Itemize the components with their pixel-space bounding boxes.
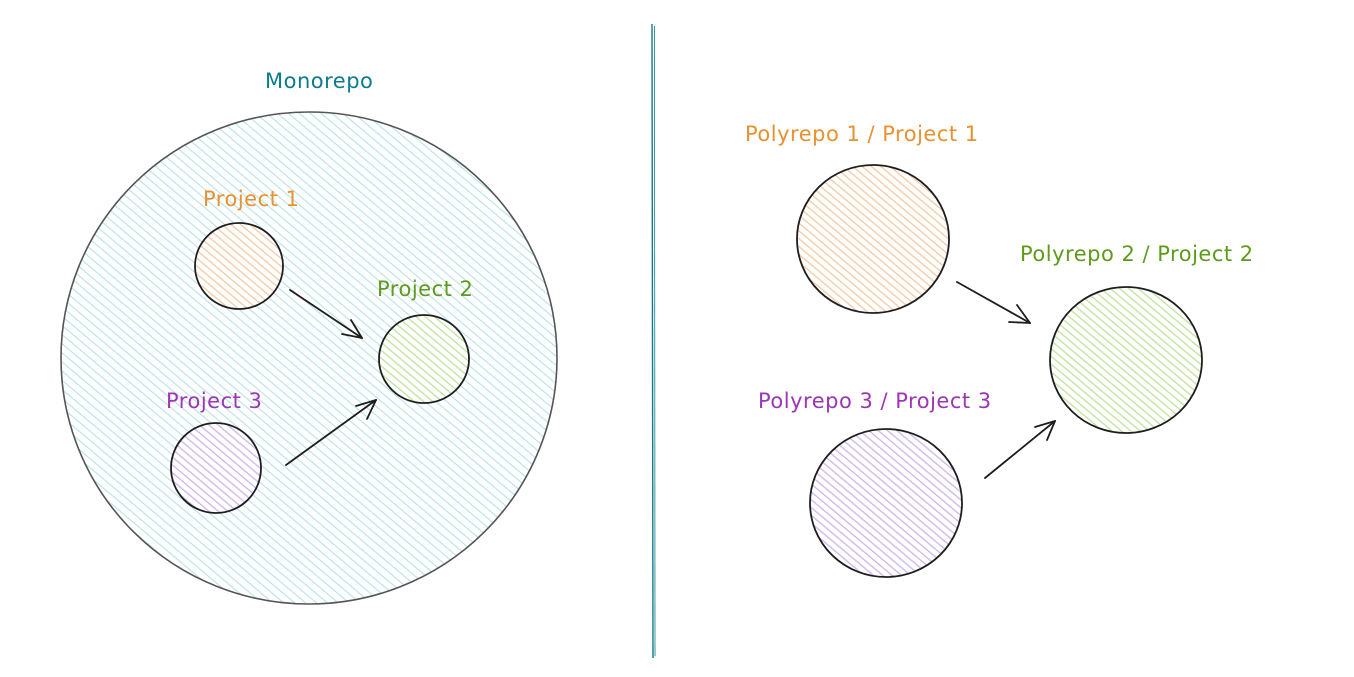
section-divider xyxy=(651,23,656,659)
monorepo-title: Monorepo xyxy=(265,69,373,93)
polyrepo-1-circle xyxy=(796,164,950,314)
polyrepo-arrow-1-to-2 xyxy=(956,281,1031,324)
monorepo-project-2-circle xyxy=(378,314,470,404)
monorepo-project-3-label: Project 3 xyxy=(166,389,262,413)
monorepo-project-3-circle xyxy=(170,422,262,514)
polyrepo-section: Polyrepo 1 / Project 1 Polyrepo 2 / Proj… xyxy=(745,122,1254,578)
monorepo-container-circle xyxy=(60,111,558,605)
polyrepo-3-label: Polyrepo 3 / Project 3 xyxy=(758,389,992,413)
monorepo-project-1-circle xyxy=(194,222,284,310)
monorepo-project-1-label: Project 1 xyxy=(203,187,299,211)
polyrepo-arrow-3-to-2 xyxy=(984,420,1056,479)
polyrepo-1-label: Polyrepo 1 / Project 1 xyxy=(745,122,979,146)
polyrepo-2-circle xyxy=(1049,286,1203,434)
monorepo-arrow-p1-to-p2 xyxy=(289,289,363,339)
polyrepo-3-circle xyxy=(809,428,963,578)
polyrepo-2-label: Polyrepo 2 / Project 2 xyxy=(1020,242,1254,266)
monorepo-project-2-label: Project 2 xyxy=(377,277,473,301)
monorepo-section: Monorepo Project 1 Project 2 Project 3 xyxy=(60,69,558,605)
monorepo-arrow-p3-to-p2 xyxy=(285,399,377,466)
